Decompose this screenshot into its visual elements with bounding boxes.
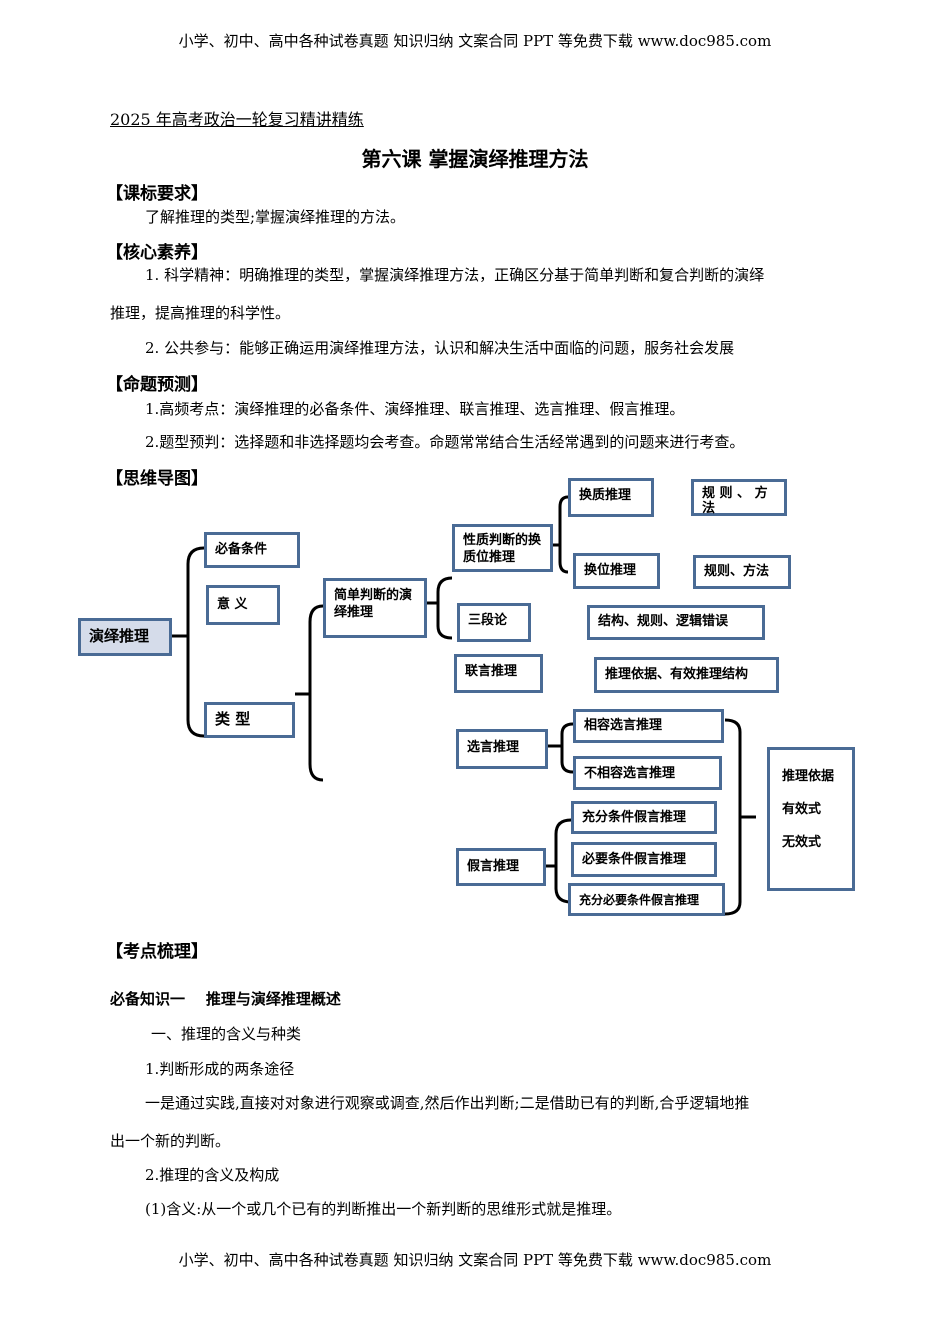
mindmap-node-root: 演绎推理: [78, 618, 172, 656]
body-paragraph-1-line1: 一是通过实践,直接对对象进行观察或调查,然后作出判断;二是借助已有的判断,合乎逻…: [145, 1094, 750, 1112]
hexin-item1-line2: 推理，提高推理的科学性。: [110, 304, 291, 322]
section-heading-hexin: 【核心素养】: [106, 243, 208, 263]
kebiao-text: 了解推理的类型;掌握演绎推理的方法。: [145, 208, 406, 226]
mindmap-node-buxiangrong: 不相容选言推理: [573, 756, 722, 790]
mindmap-node-chongfenbiyao: 充分必要条件假言推理: [568, 883, 725, 916]
body-paragraph-1-line2: 出一个新的判断。: [110, 1132, 231, 1150]
mindmap-node-summary: 推理依据 有效式 无效式: [767, 747, 855, 891]
page-header: 小学、初中、高中各种试卷真题 知识归纳 文案合同 PPT 等免费下载 www.d…: [178, 32, 772, 50]
mindmap-node-chongfen: 充分条件假言推理: [571, 801, 717, 834]
mingti-item2: 2.题型预判：选择题和非选择题均会考查。命题常常结合生活经常遇到的问题来进行考查…: [145, 433, 745, 451]
summary-item-2: 有效式: [782, 802, 822, 817]
body-heading-1: 一、推理的含义与种类: [151, 1025, 302, 1043]
mindmap-node-huanzhi: 换质推理: [568, 478, 654, 517]
mindmap-node-sanduanlun: 三段论: [457, 603, 531, 642]
body-heading-1-2: 2.推理的含义及构成: [145, 1166, 280, 1184]
mindmap-node-jiayan: 假言推理: [456, 848, 546, 886]
page-title: 第六课 掌握演绎推理方法: [361, 147, 589, 171]
section-heading-kaodian: 【考点梳理】: [106, 942, 208, 962]
section-heading-kebiao: 【课标要求】: [106, 184, 208, 204]
mingti-item1: 1.高频考点：演绎推理的必备条件、演绎推理、联言推理、选言推理、假言推理。: [145, 400, 685, 418]
mindmap-node-lianyan: 联言推理: [454, 654, 543, 693]
section-heading-siwei: 【思维导图】: [106, 469, 208, 489]
knowledge-heading-1: 必备知识一 推理与演绎推理概述: [110, 990, 341, 1008]
section-heading-mingti: 【命题预测】: [106, 375, 208, 395]
page-footer: 小学、初中、高中各种试卷真题 知识归纳 文案合同 PPT 等免费下载 www.d…: [178, 1251, 772, 1269]
mindmap-node-bibei: 必备条件: [204, 532, 300, 568]
mindmap-node-xingzhi: 性质判断的换质位推理: [452, 524, 553, 572]
mindmap-node-leixing: 类 型: [204, 702, 295, 738]
mindmap-node-huanwei: 换位推理: [573, 553, 660, 589]
mindmap-node-huanwei-rule: 规则、方法: [693, 555, 791, 589]
document-subtitle: 2025 年高考政治一轮复习精讲精练: [110, 110, 364, 129]
mindmap-node-xiangrong: 相容选言推理: [573, 709, 724, 743]
summary-item-1: 推理依据: [782, 769, 835, 784]
mindmap-node-biyao: 必要条件假言推理: [571, 842, 717, 877]
body-heading-1-1: 1.判断形成的两条途径: [145, 1060, 295, 1078]
mindmap-node-jiandan: 简单判断的演绎推理: [323, 578, 427, 638]
summary-item-3: 无效式: [782, 835, 822, 850]
mindmap-node-lianyan-rule: 推理依据、有效推理结构: [594, 657, 779, 693]
hexin-item1-line1: 1. 科学精神：明确推理的类型，掌握演绎推理方法，正确区分基于简单判断和复合判断…: [145, 266, 765, 284]
body-paragraph-2: (1)含义:从一个或几个已有的判断推出一个新判断的思维形式就是推理。: [145, 1200, 622, 1218]
mindmap-node-huanzhi-rule: 规 则 、 方法: [691, 479, 787, 516]
mindmap-node-sanduanlun-rule: 结构、规则、逻辑错误: [587, 605, 765, 640]
mindmap-node-xuanyan: 选言推理: [456, 729, 548, 769]
hexin-item2: 2. 公共参与：能够正确运用演绎推理方法，认识和解决生活中面临的问题，服务社会发…: [145, 339, 735, 357]
mindmap-node-yiyi: 意 义: [206, 585, 280, 625]
